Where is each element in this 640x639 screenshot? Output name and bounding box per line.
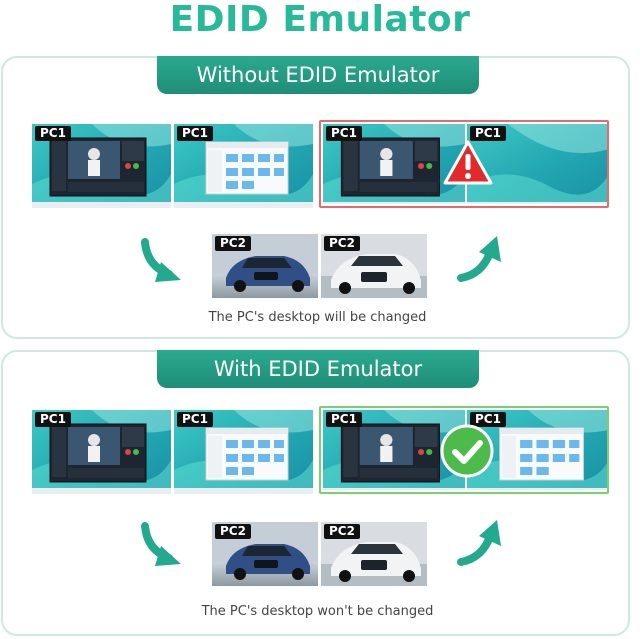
pc2-desktop-white-car: PC2 [321,234,427,298]
with-emulator-panel: With EDID Emulator PC1 PC1 PC1 PC1 PC2 P… [1,350,630,636]
pc1-tag: PC1 [326,126,362,141]
pc2-desktop-blue-car: PC2 [212,522,318,586]
pc2-desktop-blue-car: PC2 [212,234,318,298]
page-title: EDID Emulator [169,0,471,40]
arrow-up-icon [457,236,501,282]
caption: The PC's desktop will be changed [208,310,427,325]
warning-icon [443,140,493,185]
pc1-tag: PC1 [470,412,506,427]
unchanged-desktop-combo: PC1 PC1 [319,406,609,494]
pc1-tag: PC1 [326,412,362,427]
pc1-merged-right: PC1 [467,410,609,490]
pc1-tag: PC1 [177,126,213,141]
arrow-up-icon [457,520,501,566]
check-icon [440,424,494,478]
pc1-tag: PC1 [35,126,71,141]
panel-heading: With EDID Emulator [157,350,479,388]
changed-desktop-combo: PC1 PC1 [319,120,609,208]
pc2-tag: PC2 [324,524,360,539]
pc2-desktop-white-car: PC2 [321,522,427,586]
pc1-desktop-app: PC1 [32,124,171,208]
arrow-down-icon [141,238,181,282]
pc1-merged-right: PC1 [467,124,609,204]
arrow-down-icon [141,522,181,566]
caption: The PC's desktop won't be changed [201,604,434,619]
pc1-desktop-files: PC1 [174,410,313,494]
pc2-tag: PC2 [324,236,360,251]
pc1-tag: PC1 [470,126,506,141]
pc1-desktop-files: PC1 [174,124,313,208]
pc1-merged-left: PC1 [323,410,465,490]
pc1-tag: PC1 [177,412,213,427]
panel-heading: Without EDID Emulator [157,56,479,94]
pc1-tag: PC1 [35,412,71,427]
pc2-tag: PC2 [215,524,251,539]
pc2-tag: PC2 [215,236,251,251]
without-emulator-panel: Without EDID Emulator PC1 PC1 PC1 PC1 PC… [1,56,630,339]
pc1-desktop-app: PC1 [32,410,171,494]
pc1-merged-left: PC1 [323,124,465,204]
